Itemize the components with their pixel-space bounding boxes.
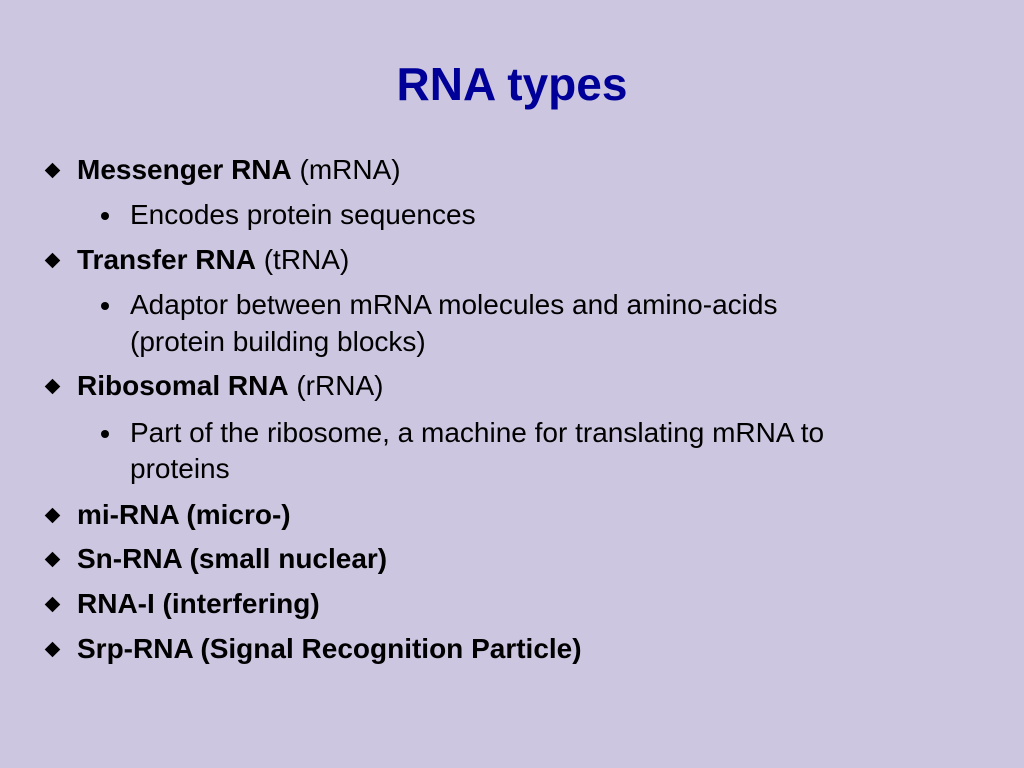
sub-bullet-item-adaptor: Adaptor between mRNA molecules and amino…	[101, 287, 778, 323]
sub-bullet-line: Encodes protein sequences	[130, 199, 476, 230]
bullet-item-bold-label: Srp-RNA (Signal Recognition Particle)	[77, 633, 582, 664]
sub-bullet-item-ribosome-continued: proteins	[130, 451, 230, 487]
sub-bullet-line: proteins	[130, 453, 230, 484]
bullet-item-ribosomal-rna: Ribosomal RNA (rRNA)	[44, 368, 384, 404]
bullet-item-sn-rna: Sn-RNA (small nuclear)	[44, 541, 388, 577]
diamond-bullet-icon	[44, 551, 61, 568]
bullet-item-suffix: (tRNA)	[255, 244, 350, 275]
slide-title: RNA types	[396, 58, 628, 110]
dot-bullet-icon	[101, 302, 109, 310]
bullet-item-suffix: (mRNA)	[291, 154, 401, 185]
bullet-item-transfer-rna: Transfer RNA (tRNA)	[44, 242, 350, 278]
sub-bullet-item-encodes: Encodes protein sequences	[101, 197, 476, 233]
bullet-item-srp-rna: Srp-RNA (Signal Recognition Particle)	[44, 631, 582, 667]
diamond-bullet-icon	[44, 252, 61, 269]
dot-bullet-icon	[101, 212, 109, 220]
bullet-item-messenger-rna: Messenger RNA (mRNA)	[44, 152, 401, 188]
sub-bullet-line: Adaptor between mRNA molecules and amino…	[130, 289, 778, 320]
sub-bullet-line: (protein building blocks)	[130, 326, 426, 357]
bullet-item-bold-label: Sn-RNA (small nuclear)	[77, 543, 388, 574]
diamond-bullet-icon	[44, 162, 61, 179]
diamond-bullet-icon	[44, 641, 61, 658]
bullet-item-bold-label: mi-RNA (micro-)	[77, 499, 291, 530]
bullet-item-bold-label: Ribosomal RNA	[77, 370, 289, 401]
diamond-bullet-icon	[44, 378, 61, 395]
bullet-item-suffix: (rRNA)	[288, 370, 384, 401]
diamond-bullet-icon	[44, 507, 61, 524]
bullet-item-bold-label: Transfer RNA	[77, 244, 256, 275]
bullet-item-bold-label: Messenger RNA	[77, 154, 292, 185]
sub-bullet-line: Part of the ribosome, a machine for tran…	[130, 417, 825, 448]
sub-bullet-item-ribosome: Part of the ribosome, a machine for tran…	[101, 415, 825, 451]
sub-bullet-item-adaptor-continued: (protein building blocks)	[130, 324, 426, 360]
bullet-item-bold-label: RNA-I (interfering)	[77, 588, 320, 619]
bullet-item-mi-rna: mi-RNA (micro-)	[44, 497, 291, 533]
diamond-bullet-icon	[44, 596, 61, 613]
dot-bullet-icon	[101, 430, 109, 438]
bullet-item-rna-i: RNA-I (interfering)	[44, 586, 320, 622]
